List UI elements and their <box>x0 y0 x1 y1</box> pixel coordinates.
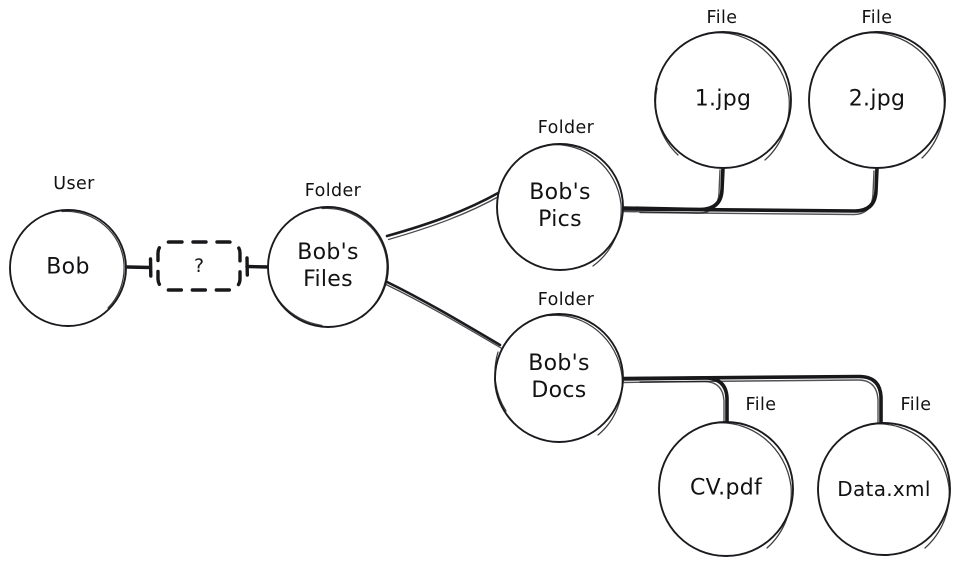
node-file-dataxml[interactable] <box>817 422 951 556</box>
node-file-2jpg[interactable] <box>808 31 946 169</box>
edge-bobs-pics-to-2jpg[interactable] <box>621 166 879 216</box>
edge-bob-to-placeholder[interactable] <box>125 257 153 278</box>
node-bobs-docs[interactable] <box>494 313 624 443</box>
edge-bobs-docs-to-cvpdf[interactable] <box>620 376 729 425</box>
node-bobs-pics[interactable] <box>496 143 624 271</box>
node-bobs-files[interactable] <box>267 206 389 328</box>
edge-bobs-files-to-bobs-pics[interactable] <box>385 190 503 241</box>
node-file-1jpg[interactable] <box>654 31 792 169</box>
edge-placeholder-to-bobs-files[interactable] <box>245 256 271 277</box>
placeholder-unknown-relation[interactable] <box>156 240 242 292</box>
node-file-cvpdf[interactable] <box>658 421 794 557</box>
edge-bobs-pics-to-1jpg[interactable] <box>621 166 725 214</box>
node-bob[interactable] <box>9 209 127 327</box>
edge-bobs-docs-to-dataxml[interactable] <box>620 374 883 425</box>
edge-bobs-files-to-bobs-docs[interactable] <box>383 279 502 349</box>
